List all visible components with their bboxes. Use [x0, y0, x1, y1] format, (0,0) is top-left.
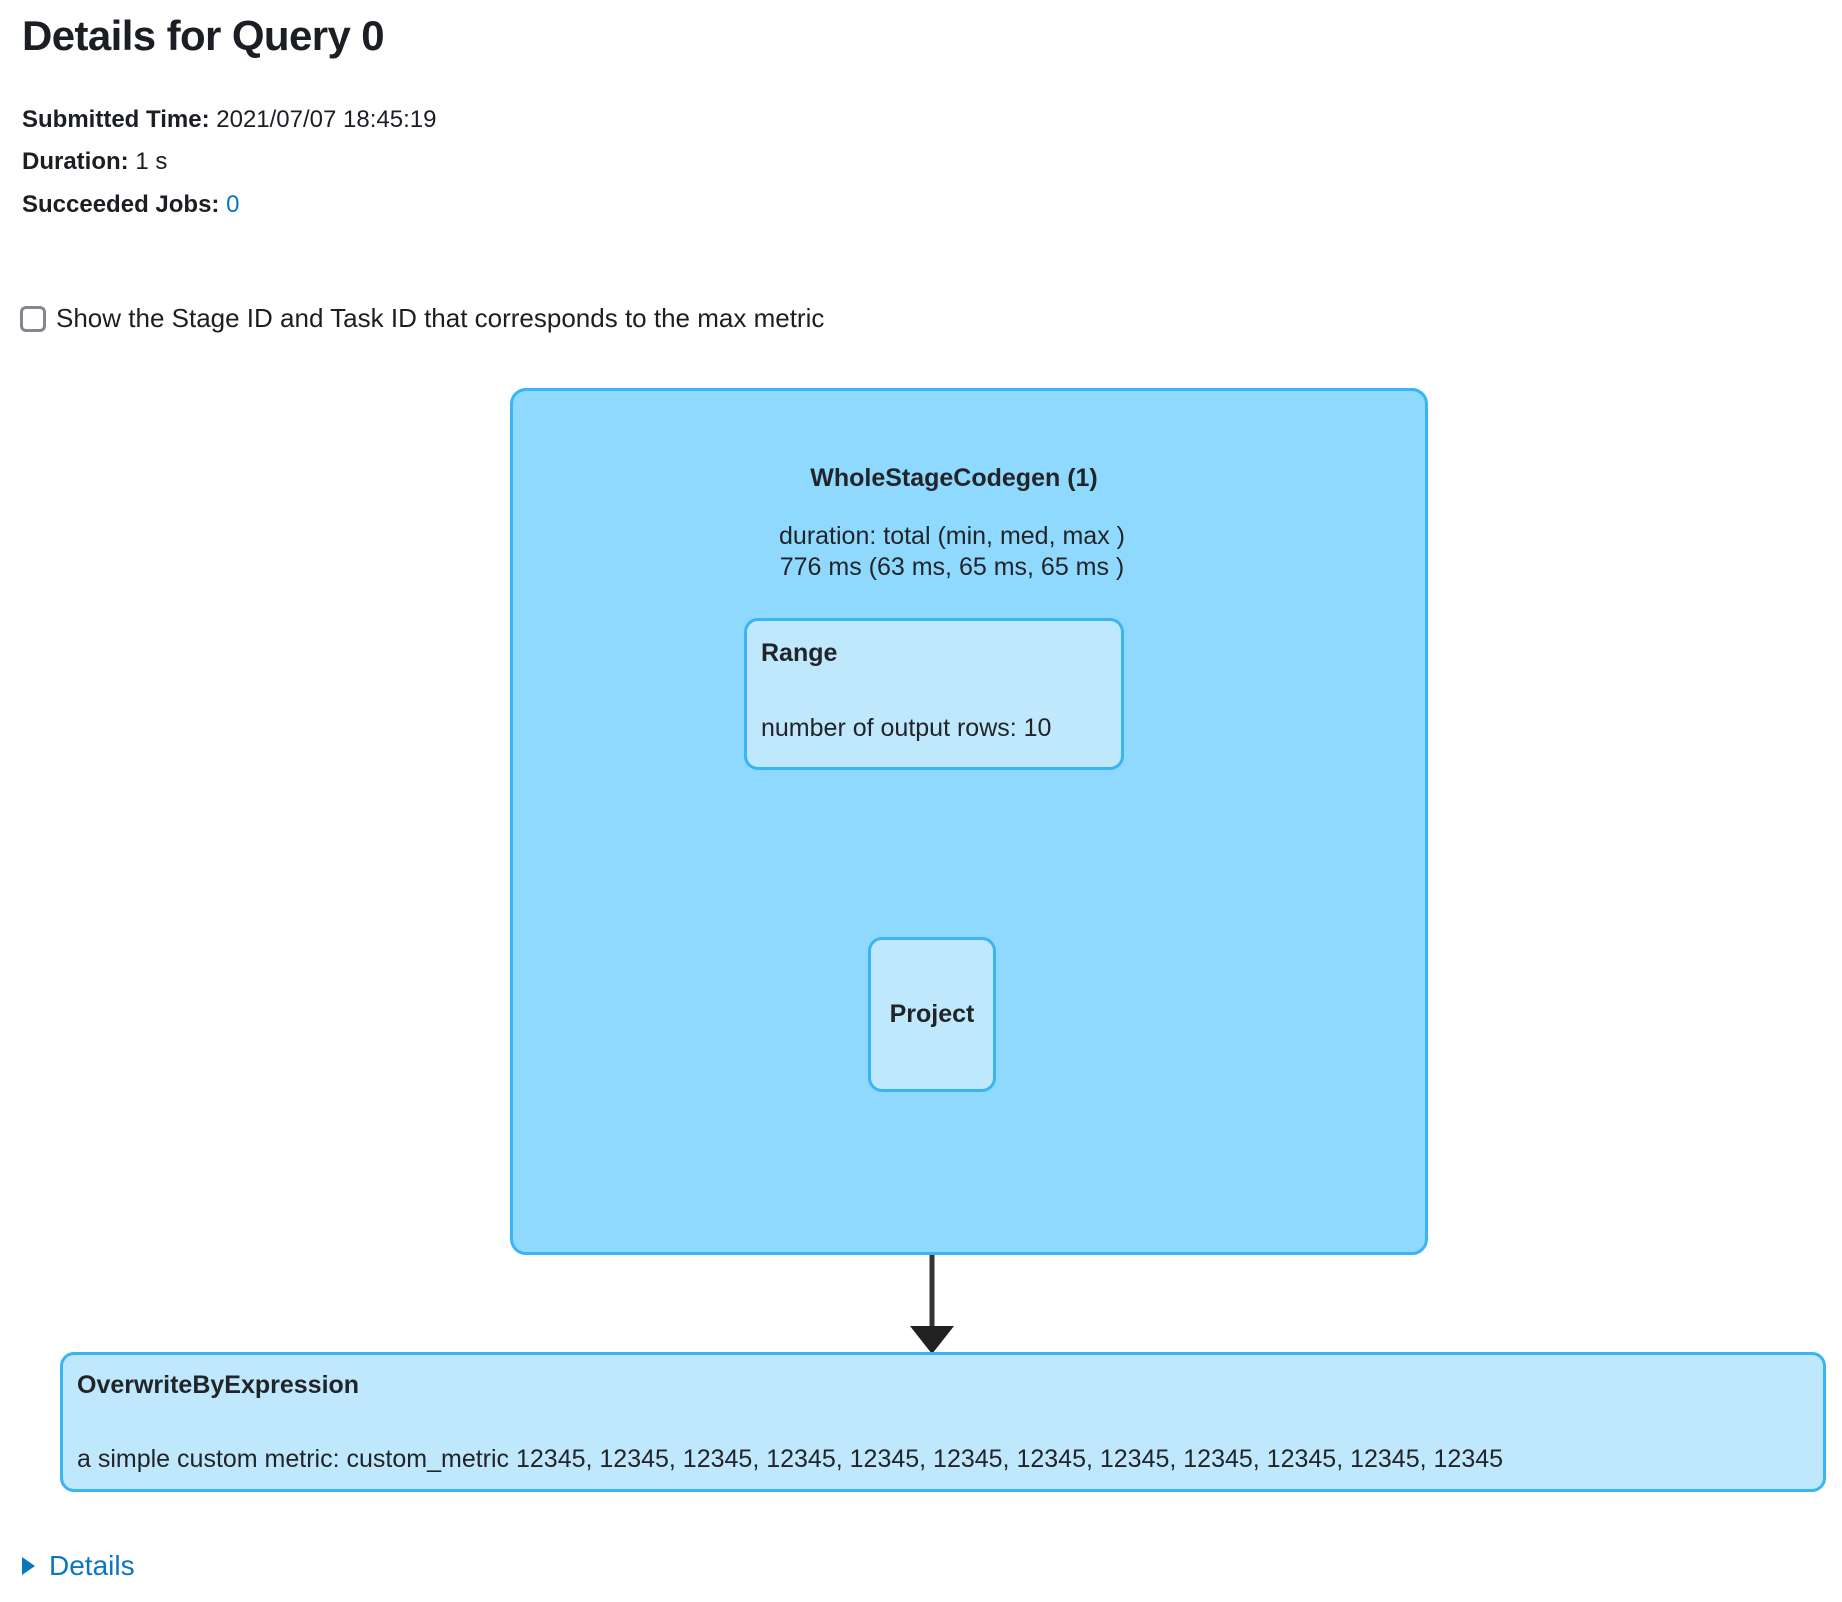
- show-stage-task-row[interactable]: Show the Stage ID and Task ID that corre…: [20, 303, 824, 334]
- node-overwritebyexpression-metric: a simple custom metric: custom_metric 12…: [77, 1445, 1504, 1473]
- succeeded-jobs-label: Succeeded Jobs:: [22, 191, 220, 218]
- details-disclosure[interactable]: Details: [22, 1550, 135, 1582]
- node-wholestagecodegen[interactable]: WholeStageCodegen (1) duration: total (m…: [510, 388, 1428, 1255]
- succeeded-jobs-link[interactable]: 0: [226, 191, 240, 218]
- node-wholestagecodegen-title: WholeStageCodegen (1): [810, 464, 1098, 492]
- node-overwritebyexpression[interactable]: OverwriteByExpression a simple custom me…: [60, 1352, 1826, 1492]
- node-project[interactable]: Project: [868, 937, 996, 1092]
- show-stage-task-label: Show the Stage ID and Task ID that corre…: [56, 303, 825, 333]
- page-title: Details for Query 0: [22, 12, 385, 59]
- show-stage-task-checkbox[interactable]: [20, 305, 46, 332]
- submitted-time-value: 2021/07/07 18:45:19: [216, 106, 437, 133]
- duration-value: 1 s: [135, 148, 168, 175]
- details-label: Details: [49, 1550, 135, 1581]
- node-overwritebyexpression-title: OverwriteByExpression: [77, 1371, 360, 1399]
- submitted-time-label: Submitted Time:: [22, 106, 210, 133]
- node-range-metric: number of output rows: 10: [761, 714, 1052, 742]
- duration-row: Duration: 1 s: [22, 150, 167, 174]
- caret-right-icon: [22, 1557, 35, 1575]
- node-project-title: Project: [889, 1000, 975, 1028]
- succeeded-jobs-row: Succeeded Jobs: 0: [22, 193, 239, 217]
- duration-label: Duration:: [22, 148, 129, 175]
- submitted-time-row: Submitted Time: 2021/07/07 18:45:19: [22, 108, 436, 132]
- arrowhead-project-to-overwrite: [910, 1326, 954, 1354]
- node-wholestagecodegen-metric: duration: total (min, med, max ) 776 ms …: [779, 522, 1125, 581]
- node-range[interactable]: Range number of output rows: 10: [744, 618, 1124, 770]
- node-range-title: Range: [761, 639, 838, 667]
